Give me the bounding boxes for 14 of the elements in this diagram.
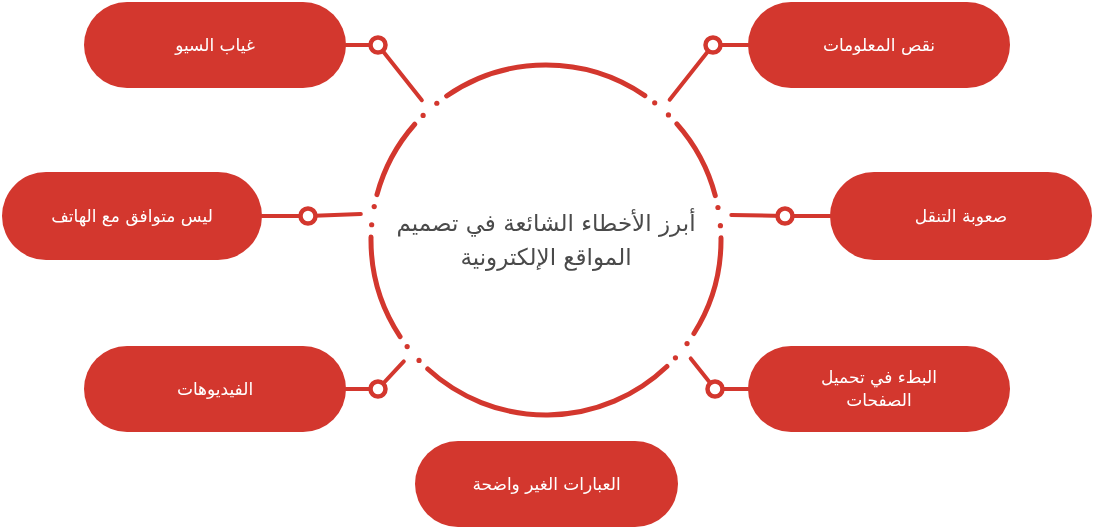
connector-line bbox=[344, 359, 406, 391]
connector-line bbox=[260, 211, 363, 218]
center-label: أبرز الأخطاء الشائعة في تصميم المواقع الإلكترونية bbox=[396, 207, 696, 273]
topic-label: ليس متوافق مع الهاتف bbox=[51, 204, 213, 228]
topic-label: البطء في تحميل الصفحات bbox=[820, 366, 938, 412]
topic-label: الفيديوهات bbox=[176, 377, 254, 401]
topic-label: العبارات الغير واضحة bbox=[472, 472, 621, 496]
topic-label: نقص المعلومات bbox=[822, 33, 936, 57]
connector-line bbox=[344, 43, 424, 103]
connector-line bbox=[688, 356, 750, 391]
topic-label: صعوبة التنقل bbox=[914, 204, 1008, 228]
topic-label: غياب السيو bbox=[175, 33, 255, 57]
connector-line bbox=[729, 212, 832, 218]
connector-line bbox=[667, 43, 750, 102]
